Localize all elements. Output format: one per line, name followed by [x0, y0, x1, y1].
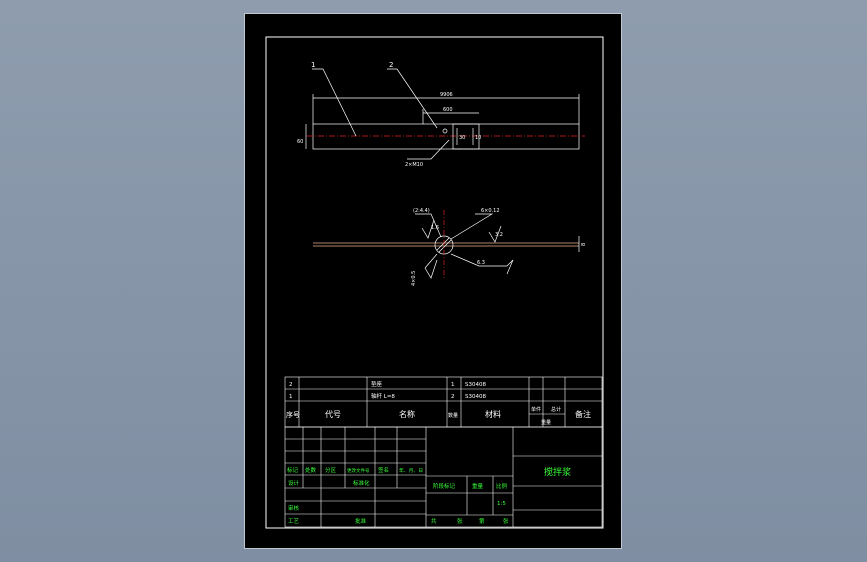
drawing-sheet: 1 2 9906 600 60 30 10 2×M10 (2:4.4) 6×0.… [244, 13, 622, 549]
section-view [313, 210, 580, 280]
label-standardize: 标准化 [353, 479, 370, 487]
label-review: 审核 [288, 504, 300, 512]
dim-offset-text: 600 [443, 107, 453, 113]
leader-left-note [424, 253, 438, 269]
shaft-outline [312, 123, 580, 150]
hub-block [452, 123, 480, 150]
rough-mark-left [424, 259, 438, 279]
balloon-2: 2 [389, 61, 393, 69]
bom-row-1-name: 轴杆 L=8 [371, 392, 395, 400]
hub-hatch-2 [438, 239, 452, 253]
right-dim-text: 8 [581, 243, 587, 246]
dim-slot-b-text: 10 [475, 135, 481, 141]
cad-drawing: 1 2 9906 600 60 30 10 2×M10 (2:4.4) 6×0.… [265, 36, 604, 529]
title-outline [284, 426, 603, 528]
leader-2 [387, 68, 438, 129]
leader-note-tr [450, 213, 494, 240]
chg-h-docno: 更改文件号 [347, 467, 370, 474]
bom-h-remark: 备注 [575, 409, 591, 419]
bom-h-name: 名称 [399, 409, 415, 419]
hole-mark [442, 128, 448, 134]
dim-height-text: 60 [297, 139, 303, 145]
chg-h-date: 年、月、日 [399, 467, 423, 474]
sheet-total-suffix: 张 [457, 517, 463, 525]
bom-row-1-material: S30408 [465, 394, 486, 400]
bom-h-weight: 重量 [541, 419, 551, 426]
title-block-text: 标记 处数 分区 更改文件号 签名 年、月、日 设计 标准化 审核 工艺 批准 … [287, 466, 571, 525]
label-process: 工艺 [288, 518, 300, 525]
rough-2-text: 3.2 [495, 232, 503, 238]
bom-row-2-qty: 1 [451, 382, 455, 388]
sheet-num-suffix: 张 [503, 517, 509, 525]
bom-text: 2 垫座 1 S30408 1 轴杆 L=8 2 S30408 序号 代号 名称… [286, 380, 591, 426]
hub-hatch-1 [436, 237, 450, 251]
note-top-right: 6×0.12 [481, 208, 500, 214]
leader-hole [407, 139, 450, 160]
part-name: 搅拌浆 [544, 466, 571, 478]
chg-h-sign: 签名 [378, 466, 389, 474]
bom-row-2-no: 2 [289, 382, 293, 388]
chg-h-mark: 标记 [287, 466, 299, 474]
bom-row-2-name: 垫座 [371, 380, 383, 388]
bom-h-code: 代号 [325, 409, 341, 419]
bom-row-1-qty: 2 [451, 394, 455, 400]
bom-h-material: 材料 [485, 409, 501, 419]
top-view-text: 1 2 9906 600 60 30 10 2×M10 [297, 61, 481, 168]
rough-mark-1 [421, 219, 435, 239]
chg-h-count: 处数 [305, 466, 317, 474]
dim-slot-a-text: 30 [459, 135, 465, 141]
label-stage-mark: 阶段标记 [433, 482, 456, 490]
bom-h-qty: 数量 [448, 412, 458, 419]
label-approve: 批准 [355, 517, 367, 525]
rough-3-text: 6.3 [477, 260, 485, 266]
bom-h-total: 总计 [551, 406, 561, 413]
bom-row-2-material: S30408 [465, 382, 486, 388]
title-block [284, 426, 603, 528]
note-top-left: (2:4.4) [413, 208, 430, 214]
bom-h-unit: 单件 [531, 406, 541, 413]
bom-outline [284, 376, 603, 428]
drawing-frame [265, 36, 604, 529]
label-weight: 重量 [472, 482, 484, 490]
leader-rough-3 [450, 253, 514, 275]
leader-1 [312, 68, 357, 137]
sheet-num-prefix: 第 [479, 517, 485, 525]
label-design: 设计 [288, 479, 300, 487]
scale-value: 1:5 [497, 501, 506, 507]
sheet-total-prefix: 共 [431, 517, 437, 525]
bom-table [284, 376, 603, 428]
left-note-text: 4×0.5 [411, 271, 417, 286]
hole-note-text: 2×M10 [405, 162, 423, 168]
rough-1-text: 1.6 [431, 225, 439, 231]
leader-note-tl [415, 213, 442, 238]
dim-length-text: 9906 [440, 92, 453, 98]
bom-row-1-no: 1 [289, 394, 293, 400]
balloon-1: 1 [311, 61, 315, 69]
label-scale: 比例 [496, 482, 508, 490]
chg-h-zone: 分区 [325, 466, 337, 474]
section-view-text: (2:4.4) 6×0.12 1.6 3.2 6.3 4×0.5 8 [411, 208, 587, 286]
top-view [305, 68, 585, 160]
rough-mark-2 [488, 225, 502, 243]
bom-h-no: 序号 [286, 410, 300, 419]
